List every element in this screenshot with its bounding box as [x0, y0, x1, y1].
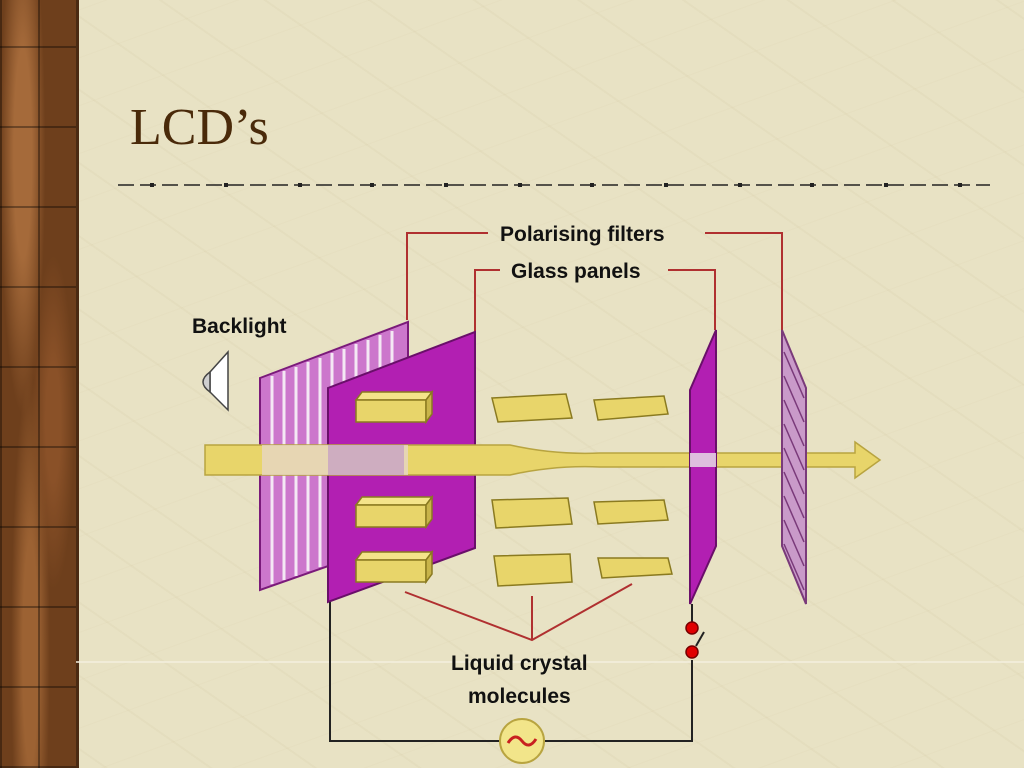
label-leader-lines: [404, 232, 783, 642]
wood-texture-strip: [0, 0, 79, 768]
glass-panels-label: Glass panels: [511, 260, 641, 283]
slide-title: LCD’s: [130, 99, 269, 156]
circuit-wires: [329, 602, 693, 742]
liquid-crystal-label-line1: Liquid crystal: [451, 652, 588, 675]
light-beam: [204, 440, 882, 480]
front-polarising-filter: [781, 329, 807, 605]
beam-through-glass: [690, 453, 716, 467]
backlight-label: Backlight: [192, 315, 287, 338]
polarising-filters-label: Polarising filters: [500, 223, 665, 246]
switch-icon: [685, 621, 705, 659]
dashed-divider: [118, 183, 990, 187]
ac-source-icon: [499, 718, 545, 764]
backlight-lamp-icon: [202, 350, 229, 412]
liquid-crystal-molecules: [354, 389, 673, 587]
liquid-crystal-label-line2: molecules: [468, 685, 571, 708]
